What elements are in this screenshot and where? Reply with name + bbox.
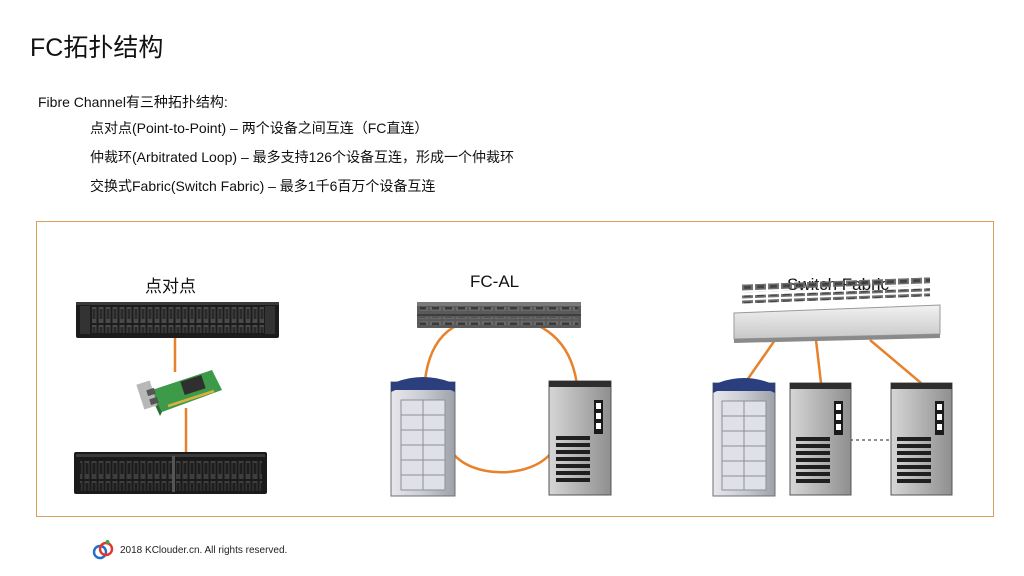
fcal-label: FC-AL <box>470 272 520 291</box>
rack-server-icon <box>76 302 279 338</box>
topology-list: 点对点(Point-to-Point) – 两个设备之间互连（FC直连） 仲裁环… <box>90 119 514 206</box>
storage-tower-icon <box>712 378 776 497</box>
copyright-text: 2018 KClouder.cn. All rights reserved. <box>120 544 288 556</box>
page-title: FC拓扑结构 <box>30 34 164 62</box>
p2p-link <box>173 338 188 452</box>
fabric-links <box>743 339 922 441</box>
diagram-frame <box>36 221 994 517</box>
hba-card-icon <box>136 370 222 416</box>
bullet-arbitrated-loop: 仲裁环(Arbitrated Loop) – 最多支持126个设备互连，形成一个… <box>90 149 514 165</box>
p2p-label: 点对点 <box>145 277 196 296</box>
storage-tower-icon <box>390 377 456 497</box>
server-tower-icon <box>789 382 852 496</box>
storage-array-icon <box>74 452 267 494</box>
kclouder-logo-icon <box>92 540 114 560</box>
bullet-point-to-point: 点对点(Point-to-Point) – 两个设备之间互连（FC直连） <box>90 120 429 136</box>
fc-switch-icon <box>733 277 941 343</box>
footer: 2018 KClouder.cn. All rights reserved. <box>92 538 287 562</box>
bullet-switch-fabric: 交换式Fabric(Switch Fabric) – 最多1千6百万个设备互连 <box>90 178 436 194</box>
intro-text: Fibre Channel有三种拓扑结构: <box>38 94 228 110</box>
server-tower-icon <box>890 382 953 496</box>
server-tower-icon <box>548 380 612 496</box>
fc-hub-icon <box>417 302 581 328</box>
